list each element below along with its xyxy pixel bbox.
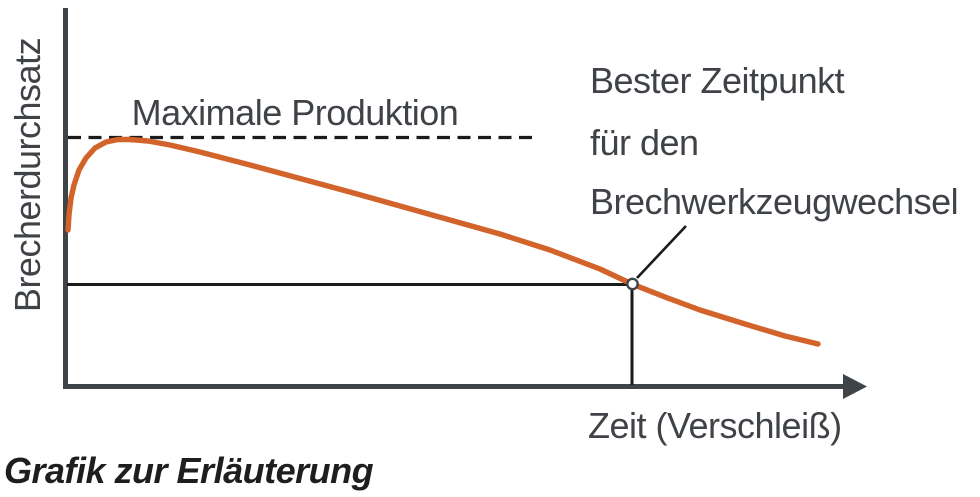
- best-time-label-line1: Bester Zeitpunkt: [590, 60, 845, 101]
- axes: [63, 8, 867, 399]
- throughput-curve: [65, 136, 821, 347]
- x-axis-label: Zeit (Verschleiß): [588, 405, 842, 446]
- figure-caption: Grafik zur Erläuterung: [4, 450, 374, 491]
- y-axis-label: Brecherdurchsatz: [7, 38, 48, 312]
- max-production-label: Maximale Produktion: [132, 92, 459, 133]
- x-axis-arrowhead-icon: [843, 374, 867, 399]
- best-time-label-line3: Brechwerkzeugwechsel: [590, 181, 958, 222]
- best-time-label-line2: für den: [590, 122, 699, 163]
- annotation-leader-line: [636, 225, 687, 279]
- optimal-point-marker: [626, 277, 639, 291]
